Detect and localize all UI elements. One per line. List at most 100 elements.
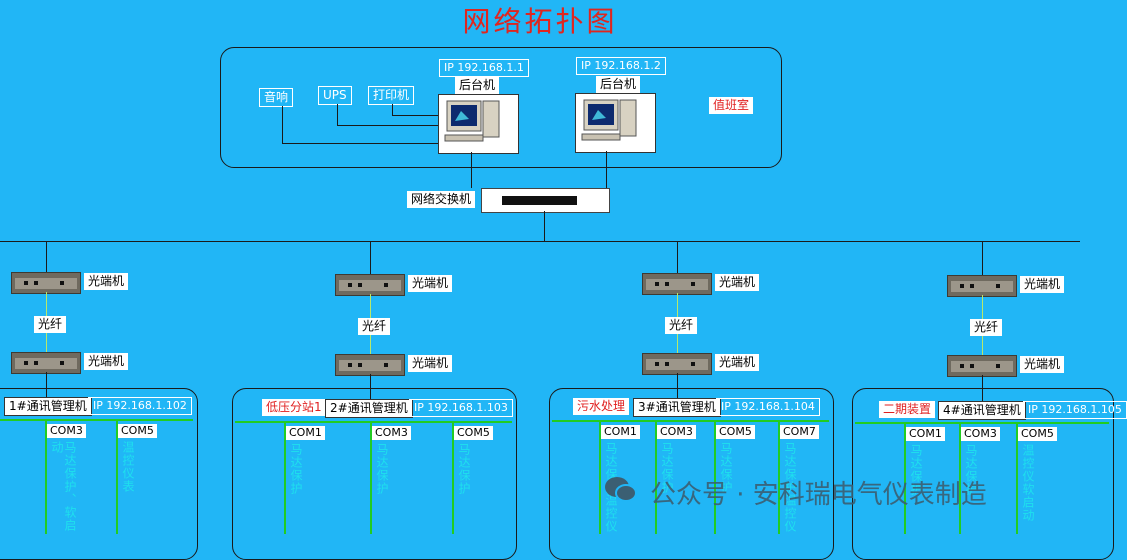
switch-label: 网络交换机: [407, 191, 476, 208]
group3-riser-line: [677, 373, 678, 398]
group4-port3-line: [1016, 422, 1018, 534]
group1-optical-label-bottom: 光端机: [84, 353, 129, 370]
group1-fiber-label: 光纤: [34, 316, 67, 333]
switch-downlink: [544, 211, 545, 241]
group3-name: 污水处理: [573, 398, 630, 415]
group2-port1-line: [284, 421, 286, 534]
group3-optical-transceiver-top-icon[interactable]: [642, 273, 712, 295]
group1-port2-devices: 马达保护、软启动: [50, 441, 77, 532]
group4-ip: IP 192.168.1.105: [1023, 401, 1127, 419]
group3-optical-label-bottom: 光端机: [715, 354, 760, 371]
group1-port3-devices: 温控仪表: [121, 441, 135, 493]
printer-cable-h: [392, 115, 439, 116]
host2-uplink: [606, 151, 607, 188]
group4-port2-line: [959, 422, 961, 534]
group3-port3-devices: 马达保护: [719, 442, 733, 494]
host1-computer-icon[interactable]: [438, 94, 519, 154]
group2-optical-label-top: 光端机: [408, 275, 453, 292]
group4-port1-com: COM1: [906, 427, 945, 441]
host1-label: 后台机: [455, 77, 500, 94]
watermark: 公众号 · 安科瑞电气仪表制造: [650, 480, 987, 510]
ups-cable-h: [337, 125, 439, 126]
speaker-cable: [282, 106, 283, 144]
group4-port1-devices: 马达保护: [909, 444, 923, 496]
group4-manager-label: 4#通讯管理机: [938, 401, 1026, 420]
group4-bus-line: [855, 422, 1109, 424]
group4-optical-label-bottom: 光端机: [1020, 356, 1065, 373]
group3-fiber-label: 光纤: [665, 317, 698, 334]
network-switch-icon[interactable]: [481, 188, 610, 213]
group2-port3-line: [452, 421, 454, 534]
host2-label: 后台机: [596, 76, 641, 93]
group3-optical-transceiver-bottom-icon[interactable]: [642, 353, 712, 375]
speaker-cable-h: [282, 143, 439, 144]
diagram-title: 网络拓扑图: [462, 5, 618, 38]
group1-ip: IP 192.168.1.102: [88, 397, 192, 415]
duty-room-label: 值班室: [709, 97, 754, 114]
group1-optical-transceiver-top-icon[interactable]: [11, 272, 81, 294]
group4-port1-line: [904, 422, 906, 534]
group2-drop-line: [370, 241, 371, 274]
printer-cable: [392, 104, 393, 116]
group2-ip: IP 192.168.1.103: [409, 399, 513, 417]
group1-optical-label-top: 光端机: [84, 273, 129, 290]
group3-port4-com: COM7: [780, 425, 819, 439]
host1-ip: IP 192.168.1.1: [439, 59, 529, 77]
group2-manager-label: 2#通讯管理机: [325, 399, 413, 418]
printer-label: 打印机: [368, 86, 415, 105]
group1-port2-line: [45, 419, 47, 534]
group3-port2-devices: 马达保护: [660, 442, 674, 494]
group2-port3-devices: 马达保护: [457, 443, 471, 495]
group3-port2-line: [655, 420, 657, 534]
group1-port3-line: [116, 419, 118, 534]
group2-fiber-label: 光纤: [358, 318, 391, 335]
group2-port1-devices: 马达保护: [289, 443, 303, 495]
host2-computer-icon[interactable]: [575, 93, 656, 153]
group3-port1-line: [599, 420, 601, 534]
group3-optical-label-top: 光端机: [715, 274, 760, 291]
group3-ip: IP 192.168.1.104: [716, 398, 820, 416]
duty-room-box: [220, 47, 782, 168]
group3-port2-com: COM3: [657, 425, 696, 439]
ups-cable: [337, 104, 338, 126]
group2-port1-com: COM1: [286, 426, 325, 440]
group1-bus-line: [0, 419, 193, 421]
group3-port4-devices: 马达保护温控仪: [783, 442, 797, 533]
group4-optical-label-top: 光端机: [1020, 276, 1065, 293]
group2-optical-label-bottom: 光端机: [408, 355, 453, 372]
group3-drop-line: [677, 241, 678, 273]
group2-optical-transceiver-bottom-icon[interactable]: [335, 354, 405, 376]
group4-name: 二期装置: [879, 401, 936, 418]
ups-label: UPS: [318, 86, 352, 105]
backbone-line: [0, 241, 1080, 242]
host2-ip: IP 192.168.1.2: [576, 57, 666, 75]
group2-port2-devices: 马达保护: [375, 443, 389, 495]
group4-drop-line: [982, 241, 983, 275]
group3-port1-com: COM1: [601, 425, 640, 439]
speaker-label: 音响: [259, 88, 294, 107]
group3-bus-line: [552, 420, 829, 422]
group1-port3-com: COM5: [118, 424, 157, 438]
group4-port3-devices: 温控仪软启动: [1021, 444, 1035, 522]
group4-port2-devices: 马达保护: [964, 444, 978, 496]
group2-port2-com: COM3: [372, 426, 411, 440]
group4-port2-com: COM3: [961, 427, 1000, 441]
group3-port4-line: [778, 420, 780, 534]
wechat-icon: [604, 475, 638, 509]
group2-port3-com: COM5: [454, 426, 493, 440]
group2-name: 低压分站1: [262, 399, 326, 416]
group2-port2-line: [370, 421, 372, 534]
group4-port3-com: COM5: [1018, 427, 1057, 441]
group4-optical-transceiver-bottom-icon[interactable]: [947, 355, 1017, 377]
group2-bus-line: [235, 421, 512, 423]
group4-fiber-label: 光纤: [970, 319, 1003, 336]
group4-optical-transceiver-top-icon[interactable]: [947, 275, 1017, 297]
host1-uplink: [471, 152, 472, 188]
group1-optical-transceiver-bottom-icon[interactable]: [11, 352, 81, 374]
group3-port3-com: COM5: [716, 425, 755, 439]
group1-drop-line: [46, 241, 47, 272]
group3-manager-label: 3#通讯管理机: [633, 398, 721, 417]
group1-manager-label: 1#通讯管理机: [4, 397, 92, 416]
group2-optical-transceiver-top-icon[interactable]: [335, 274, 405, 296]
group1-riser-line: [46, 372, 47, 397]
